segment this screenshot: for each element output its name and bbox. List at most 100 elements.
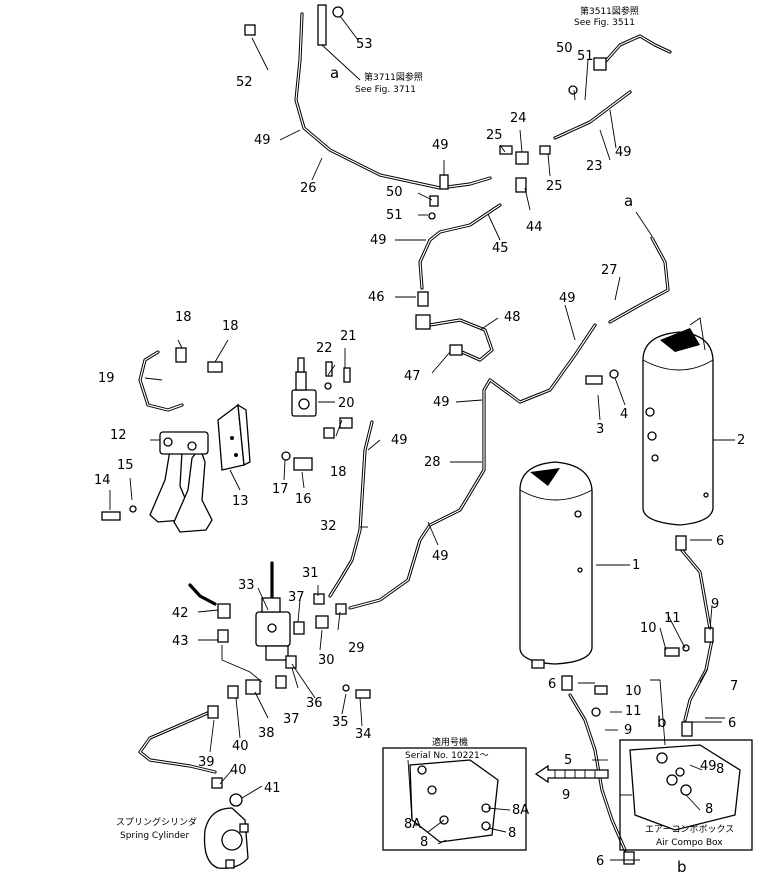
marker-b-bottom: b (677, 858, 687, 876)
fittings (101, 4, 714, 865)
part-number: 41 (264, 781, 281, 796)
part-number: 18 (330, 465, 347, 480)
part-number: 44 (526, 220, 543, 235)
part-number: 10 (640, 621, 657, 636)
part-number: 18 (222, 319, 239, 334)
part-number: 1 (632, 558, 640, 573)
part-number: 16 (295, 492, 312, 507)
part-number: 47 (404, 369, 421, 384)
part-number: 49 (615, 145, 632, 160)
part-number: 21 (340, 329, 357, 344)
part-number: 49 (254, 133, 271, 148)
part-number: 43 (172, 634, 189, 649)
part-number: 3 (596, 422, 604, 437)
part-number: 7 (730, 679, 738, 694)
part-number: 26 (300, 181, 317, 196)
air-tank-1 (519, 461, 593, 669)
part-number: 2 (737, 433, 745, 448)
pipe-top-right (603, 34, 672, 64)
pipes (138, 12, 714, 852)
part-number: 33 (238, 578, 255, 593)
part-number: 37 (288, 590, 305, 605)
part-number: 29 (348, 641, 365, 656)
marker-b-inset: b (657, 713, 667, 731)
part-number: 38 (258, 726, 275, 741)
inset-air-compo-box (619, 679, 753, 851)
part-number: 48 (504, 310, 521, 325)
part-number: 6 (728, 716, 736, 731)
part-number: 8 (705, 802, 713, 817)
part-number: 53 (356, 37, 373, 52)
part-number: 25 (546, 179, 563, 194)
part-number: 35 (332, 715, 349, 730)
direction-arrow (534, 764, 609, 784)
part-number: 32 (320, 519, 337, 534)
part-number: 50 (556, 41, 573, 56)
part-number: 14 (94, 473, 111, 488)
part-number: 50 (386, 185, 403, 200)
ref-3511-en: See Fig. 3511 (574, 18, 635, 28)
pipe-42 (188, 583, 217, 606)
part-number: 9 (711, 597, 719, 612)
ref-3511-jp: 第3511図参照 (580, 5, 639, 17)
part-number: 23 (586, 159, 603, 174)
part-number: 46 (368, 290, 385, 305)
part-number: 9 (562, 788, 570, 803)
part-number: 51 (577, 49, 594, 64)
air-compo-box-jp: エアーコンポボックス (645, 824, 734, 835)
part-number: 51 (386, 208, 403, 223)
ref-3711-en: See Fig. 3711 (355, 85, 416, 95)
part-number: 12 (110, 428, 127, 443)
ref-3711-jp: 第3711図参照 (364, 71, 423, 83)
spring-cylinder-en: Spring Cylinder (120, 831, 189, 841)
valve-33 (255, 597, 291, 661)
part-number: 49 (433, 395, 450, 410)
part-number: 49 (391, 433, 408, 448)
part-number: 30 (318, 653, 335, 668)
part-number: 20 (338, 396, 355, 411)
part-number: 27 (601, 263, 618, 278)
reference-labels: 第3511図参照 See Fig. 3511 第3711図参照 See Fig.… (116, 5, 734, 876)
part-number: 31 (302, 566, 319, 581)
part-number: 6 (548, 677, 556, 692)
inset-serial (382, 747, 527, 851)
part-number: 49 (700, 759, 717, 774)
part-number: 36 (306, 696, 323, 711)
part-number: 49 (432, 138, 449, 153)
part-number: 11 (625, 704, 642, 719)
part-number: 37 (283, 712, 300, 727)
air-tank-2 (642, 317, 714, 526)
part-number: 4 (620, 407, 628, 422)
part-number: 8A (512, 803, 529, 818)
part-number: 49 (370, 233, 387, 248)
spring-cylinder-jp: スプリングシリンダ (116, 816, 197, 828)
solenoid-valve-20 (291, 357, 317, 417)
part-number: 42 (172, 606, 189, 621)
part-number: 6 (596, 854, 604, 869)
part-number: 19 (98, 371, 115, 386)
inset-serial-text: Serial No. 10221～ (405, 751, 489, 761)
part-number: 15 (117, 458, 134, 473)
part-number: 8 (420, 835, 428, 850)
part-number: 11 (664, 611, 681, 626)
part-number: 8 (716, 762, 724, 777)
air-horns (149, 431, 213, 533)
part-number: 10 (625, 684, 642, 699)
part-number: 34 (355, 727, 372, 742)
inset-title: 適用号機 (432, 736, 468, 748)
part-number: 22 (316, 341, 333, 356)
bracket-13 (217, 403, 251, 471)
part-number: 52 (236, 75, 253, 90)
part-number: 18 (175, 310, 192, 325)
part-number: 39 (198, 755, 215, 770)
leader-lines (109, 15, 735, 861)
part-number: 40 (232, 739, 249, 754)
part-number: 8 (508, 826, 516, 841)
part-number: 8A (404, 817, 421, 832)
part-number: 6 (716, 534, 724, 549)
part-number: 45 (492, 241, 509, 256)
part-number: 40 (230, 763, 247, 778)
part-number: 49 (559, 291, 576, 306)
part-number: 24 (510, 111, 527, 126)
